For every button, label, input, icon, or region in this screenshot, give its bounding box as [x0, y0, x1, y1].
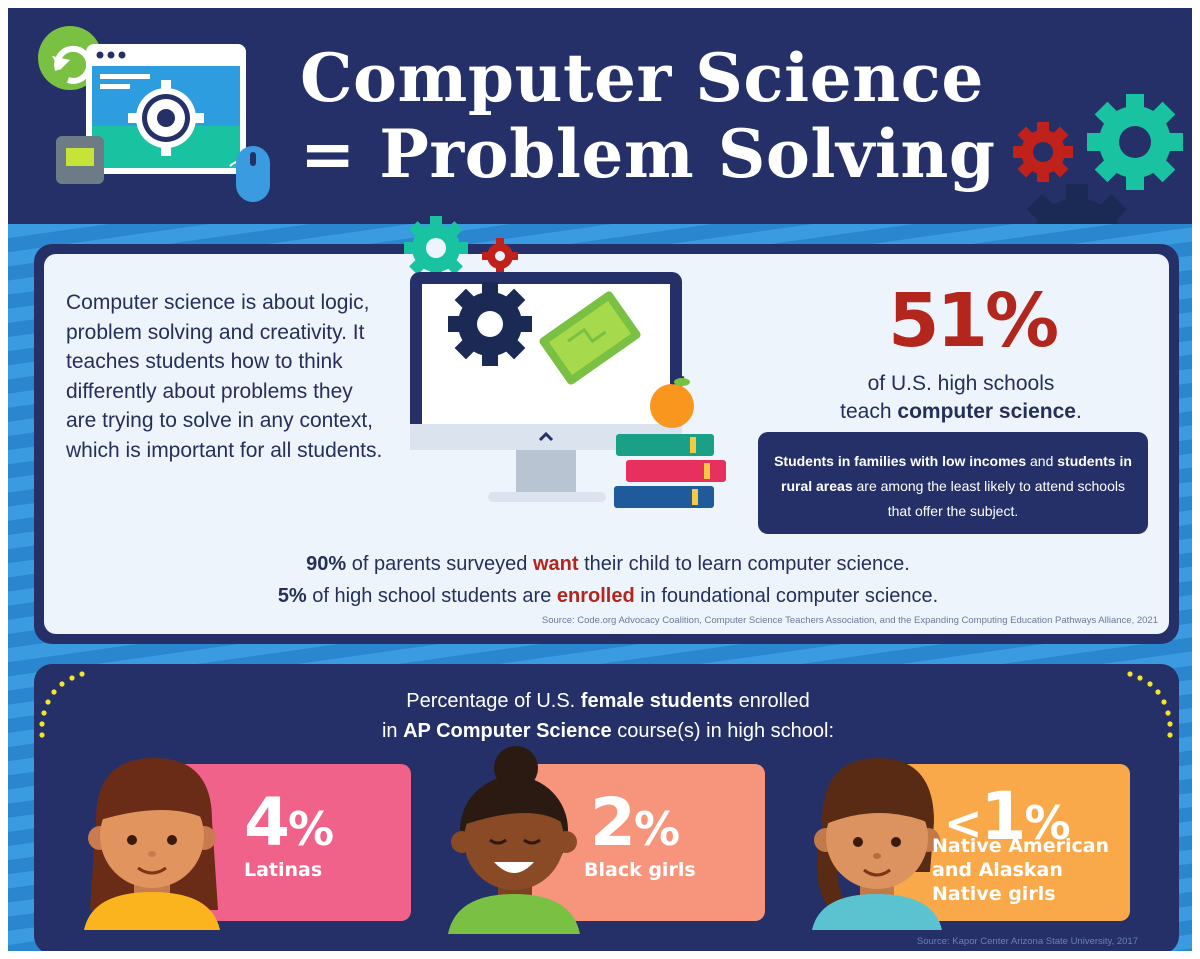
female-enrollment-title: Percentage of U.S. female students enrol… — [308, 686, 908, 746]
books-icon — [614, 376, 726, 508]
intro-text: Computer science is about logic, problem… — [66, 291, 383, 462]
facts-block: 90% of parents surveyed want their child… — [108, 548, 1108, 612]
stat-value-latinas: 4% — [244, 788, 334, 864]
monitor-icon — [404, 216, 682, 502]
fact-1-text-b: their child to learn computer science. — [578, 553, 910, 575]
stat-line-2: teach computer science. — [786, 398, 1136, 426]
infographic: Computer Science = Problem Solving — [8, 8, 1192, 951]
fact-1-text-a: of parents surveyed — [346, 553, 533, 575]
fact-parents: 90% of parents surveyed want their child… — [108, 548, 1108, 580]
female-title-d: course(s) in high school: — [611, 720, 835, 742]
girl-avatar-icon — [84, 758, 220, 930]
source-citation-2: Source: Kapor Center Arizona State Unive… — [916, 936, 1138, 947]
stat-number-latinas: 4 — [244, 784, 290, 861]
stat-label-latinas: Latinas — [244, 859, 323, 881]
girl-avatar-icon — [448, 746, 580, 934]
stat-symbol-black-girls: % — [633, 802, 680, 856]
female-title-line-1: Percentage of U.S. female students enrol… — [308, 686, 908, 716]
fact-students: 5% of high school students are enrolled … — [108, 580, 1108, 612]
female-title-line-2: in AP Computer Science course(s) in high… — [308, 716, 908, 746]
source-citation-1: Source: Code.org Advocacy Coalition, Com… — [541, 615, 1158, 626]
title-line-1: Computer Science — [300, 39, 984, 117]
stat-symbol-latinas: % — [287, 802, 334, 856]
fact-2-highlight: enrolled — [556, 585, 635, 607]
stat-value-black-girls: 2% — [590, 788, 680, 864]
female-title-a: Percentage of U.S. — [406, 690, 581, 712]
stat-label-black-girls: Black girls — [584, 859, 696, 881]
stat-line-2-bold: computer science — [897, 400, 1076, 423]
female-title-c: in — [381, 720, 404, 742]
stat-label-native-girls: Native American and Alaskan Native girls — [932, 835, 1110, 905]
female-title-b: enrolled — [733, 690, 810, 712]
fact-2-text-b: in foundational computer science. — [634, 585, 939, 607]
stat-description: of U.S. high schools teach computer scie… — [786, 370, 1136, 426]
stat-number-black-girls: 2 — [590, 784, 636, 861]
female-title-bold-1: female students — [580, 690, 734, 712]
title-line-2: = Problem Solving — [300, 115, 996, 193]
note-bold-1: Students in families with low incomes — [774, 453, 1027, 469]
stat-symbol-native-girls: % — [1024, 796, 1070, 850]
equity-note-text: Students in families with low incomes an… — [772, 449, 1134, 524]
girl-avatar-icon — [812, 758, 942, 930]
stat-value-native-girls: <1% — [944, 782, 1071, 858]
note-text-2: are among the least likely to attend sch… — [852, 478, 1125, 519]
dotted-arc-left — [39, 671, 85, 738]
dotted-arc-right — [1127, 671, 1173, 738]
stat-line-2-prefix: teach — [840, 400, 898, 423]
stat-number-native-girls: 1 — [980, 778, 1027, 855]
stat-prefix-native-girls: < — [944, 796, 983, 850]
fact-1-highlight: want — [532, 553, 579, 575]
female-title-bold-2: AP Computer Science — [403, 720, 612, 742]
equity-note-box: Students in families with low incomes an… — [758, 432, 1148, 534]
fact-2-value: 5% — [277, 585, 307, 607]
browser-gear-icon — [38, 26, 270, 202]
apple-icon — [650, 376, 694, 428]
note-bold-2: students in rural areas — [781, 453, 1132, 494]
note-text-1: and — [1026, 453, 1058, 469]
stat-value: 51% — [888, 278, 1059, 364]
fact-1-value: 90% — [306, 553, 347, 575]
stat-line-2-suffix: . — [1075, 400, 1082, 423]
page-title: Computer Science = Problem Solving — [300, 40, 1000, 192]
stat-line-1: of U.S. high schools — [867, 372, 1055, 395]
fact-2-text-a: of high school students are — [306, 585, 557, 607]
